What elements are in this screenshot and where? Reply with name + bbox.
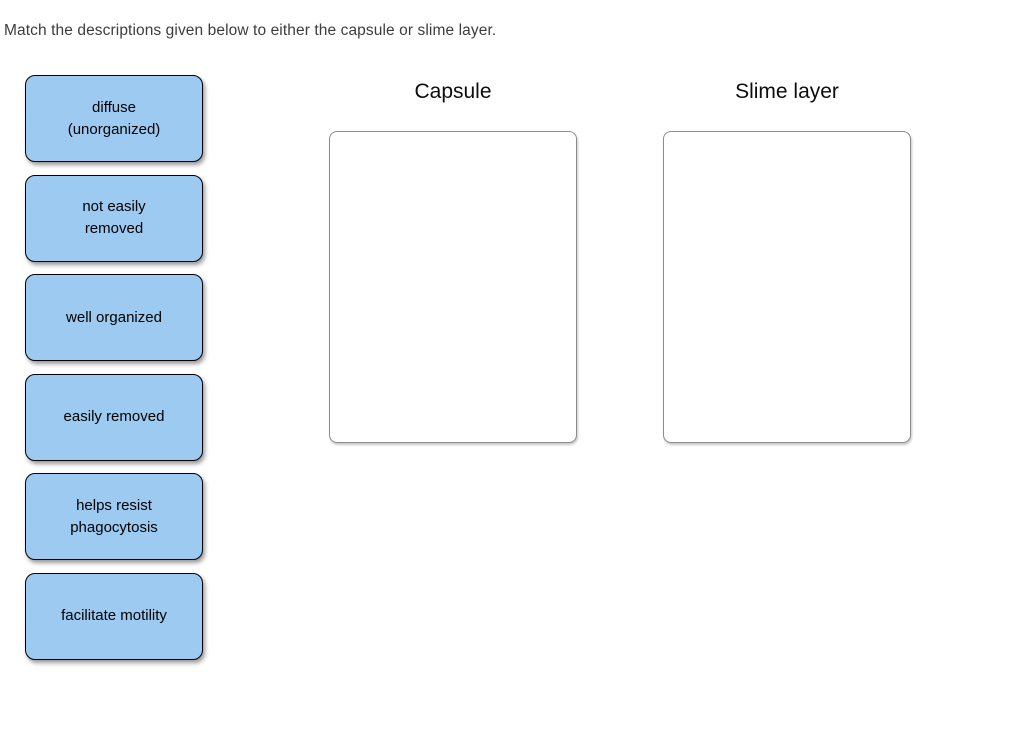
chip-label: diffuse (unorganized) <box>67 98 161 138</box>
question-prompt: Match the descriptions given below to ei… <box>4 22 497 39</box>
chip-column: diffuse (unorganized) not easily removed… <box>25 75 203 660</box>
chip-label: helps resist phagocytosis <box>70 496 158 536</box>
chip-not-easily-removed[interactable]: not easily removed <box>25 174 203 262</box>
slime-layer-dropzone[interactable] <box>663 131 911 444</box>
capsule-dropzone[interactable] <box>329 131 577 444</box>
slime-layer-label: Slime layer <box>735 80 839 103</box>
capsule-column: Capsule <box>329 80 577 444</box>
chip-label: easily removed <box>63 408 165 426</box>
slime-layer-column: Slime layer <box>663 80 911 444</box>
chip-helps-resist-phagocytosis[interactable]: helps resist phagocytosis <box>25 473 203 560</box>
chip-label: facilitate motility <box>61 607 167 625</box>
chip-well-organized[interactable]: well organized <box>25 274 203 361</box>
chip-label: not easily removed <box>82 198 146 237</box>
capsule-label: Capsule <box>414 80 492 103</box>
chip-facilitate-motility[interactable]: facilitate motility <box>25 572 203 660</box>
chip-easily-removed[interactable]: easily removed <box>25 373 203 461</box>
chip-label: well organized <box>66 308 162 326</box>
chip-diffuse-unorganized[interactable]: diffuse (unorganized) <box>25 75 203 162</box>
